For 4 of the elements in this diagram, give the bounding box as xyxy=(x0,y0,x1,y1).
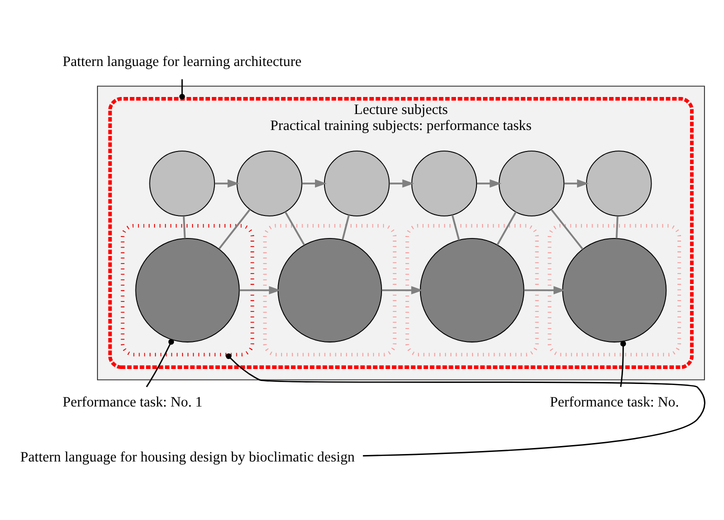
node-text: Pattern language for housing design by bioclimatic design xyxy=(20,449,355,466)
node-text: Performance task: No. xyxy=(550,394,679,410)
node-text: Performance task: No. 1 xyxy=(62,394,203,410)
node-text: Pattern language for learning architecture xyxy=(62,54,302,70)
